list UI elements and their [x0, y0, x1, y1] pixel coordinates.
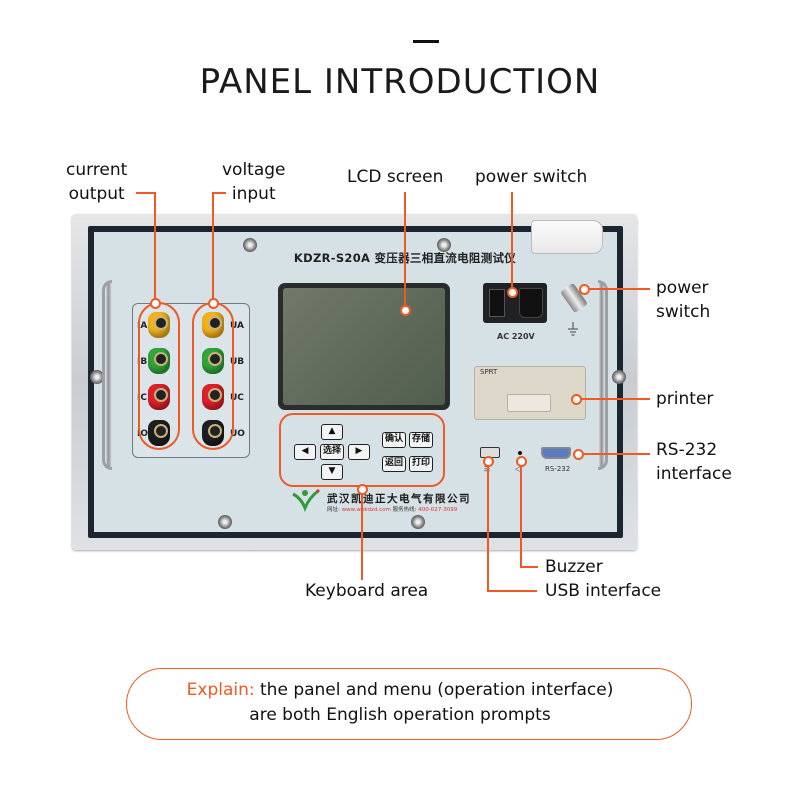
callout-current-line2: output [68, 184, 125, 204]
left-key[interactable]: ◀ [294, 444, 316, 460]
current-output-highlight [138, 302, 180, 450]
up-key[interactable]: ▲ [321, 424, 343, 440]
current-terminal-ic[interactable] [148, 384, 170, 410]
current-terminal-label: IA [137, 321, 148, 331]
screw-icon [218, 515, 232, 529]
screw-icon [411, 515, 425, 529]
callout-current-line1: current [66, 160, 128, 180]
voltage-terminal-label: UA [230, 321, 244, 331]
printer-door[interactable] [507, 394, 551, 412]
callout-voltage-input: voltage input [222, 158, 286, 206]
title-dash [413, 40, 439, 43]
power-rating: AC 220V [497, 332, 535, 341]
power-socket[interactable] [519, 288, 543, 318]
voltage-terminal-label: UO [230, 429, 245, 439]
voltage-terminal-label: UC [230, 393, 244, 403]
company-hotline-label: 服务热线: [392, 507, 417, 513]
callout-keyboard-area: Keyboard area [305, 581, 429, 601]
usb-icon: ⇶ [484, 465, 490, 473]
company-logo-icon [292, 489, 320, 513]
right-key[interactable]: ▶ [348, 444, 370, 460]
save-key[interactable]: 存储 [409, 432, 433, 448]
current-terminal-ib[interactable] [148, 348, 170, 374]
right-handle[interactable] [598, 280, 608, 470]
down-key[interactable]: ▼ [321, 464, 343, 480]
callout-printer: printer [656, 389, 714, 409]
callout-rs232-line1: RS-232 [656, 440, 718, 460]
company-web: www.whkdzd.com [341, 507, 391, 513]
callout-power-line1: power [656, 278, 709, 298]
rs232-port[interactable] [541, 447, 571, 459]
company-contact: 网址: www.whkdzd.com 服务热线: 400-027-3099 [327, 505, 457, 513]
callout-power-switch-right: power switch [656, 276, 710, 324]
callout-usb-interface: USB interface [545, 581, 662, 601]
printer-paper-roll [531, 220, 603, 254]
callout-power-switch-top: power switch [475, 167, 588, 187]
confirm-key[interactable]: 确认 [382, 432, 406, 448]
screw-icon [437, 238, 451, 252]
left-handle[interactable] [102, 280, 112, 470]
current-terminal-label: IB [137, 357, 148, 367]
device-model-title: KDZR-S20A 变压器三相直流电阻测试仪 [293, 251, 517, 265]
power-rocker-switch[interactable] [489, 289, 505, 317]
ground-icon [568, 322, 578, 336]
screw-icon [243, 238, 257, 252]
buzzer [518, 451, 522, 455]
company-hotline: 400-027-3099 [418, 507, 458, 513]
callout-rs232: RS-232 interface [656, 438, 732, 486]
callout-lcd-screen: LCD screen [347, 167, 444, 187]
back-key[interactable]: 返回 [382, 456, 406, 472]
speaker-icon: ◁ [515, 465, 521, 473]
explain-text-line1: the panel and menu (operation interface) [260, 680, 614, 700]
callout-voltage-line1: voltage [222, 160, 286, 180]
callout-rs232-line2: interface [656, 464, 732, 484]
company-web-label: 网址: [327, 507, 340, 513]
lcd-screen[interactable] [283, 288, 445, 405]
explain-line1: Explain: the panel and menu (operation i… [0, 680, 800, 700]
page-title: PANEL INTRODUCTION [199, 62, 601, 102]
explain-text-line2: are both English operation prompts [249, 705, 551, 725]
voltage-input-highlight [192, 302, 234, 450]
callout-power-line2: switch [656, 302, 711, 322]
voltage-terminal-ub[interactable] [202, 348, 224, 374]
screw-icon [612, 370, 626, 384]
explain-box [126, 668, 692, 740]
callout-current-output: current output [66, 158, 127, 206]
printer-brand: SPRT [480, 368, 498, 376]
current-terminal-label: IC [137, 393, 147, 403]
rs232-port-label: RS-232 [545, 465, 571, 473]
callout-voltage-line2: input [231, 184, 276, 204]
voltage-terminal-uc[interactable] [202, 384, 224, 410]
voltage-terminal-label: UB [230, 357, 245, 367]
callout-buzzer: Buzzer [545, 557, 603, 577]
company-name: 武汉凯迪正大电气有限公司 [327, 493, 471, 505]
print-key[interactable]: 打印 [409, 456, 433, 472]
select-key[interactable]: 选择 [320, 444, 344, 460]
explain-key: Explain: [186, 680, 255, 700]
